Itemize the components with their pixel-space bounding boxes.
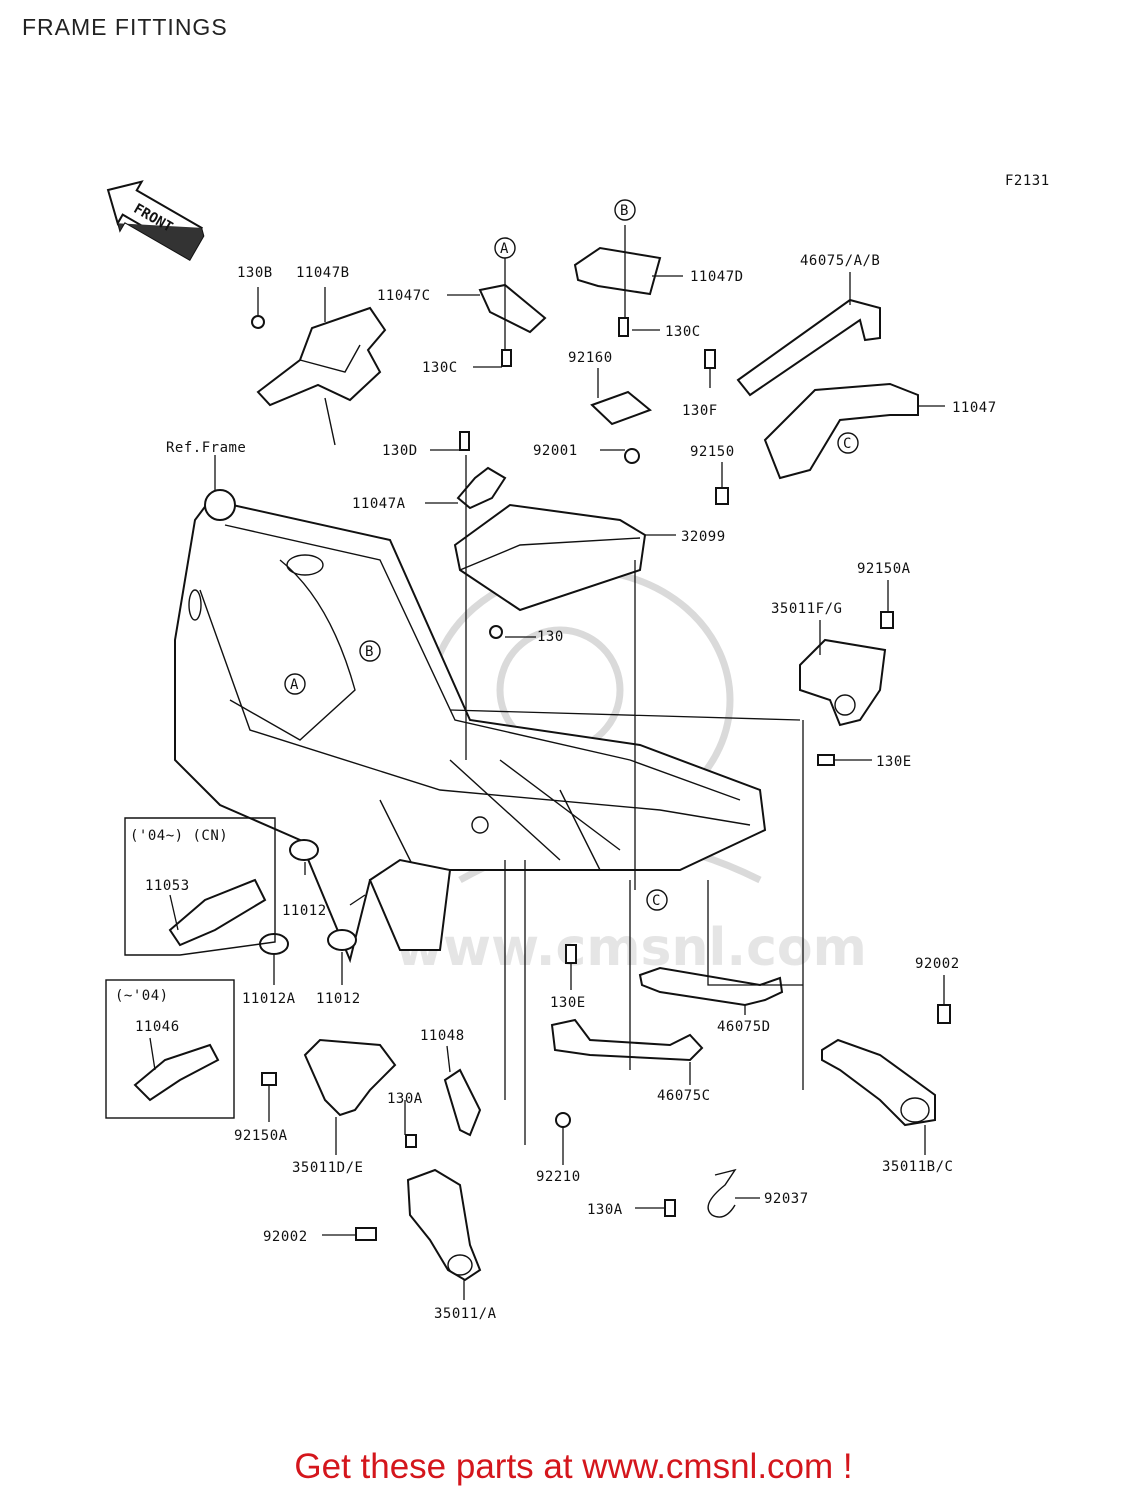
part-label: 11047D xyxy=(690,269,744,285)
part-label: 11012 xyxy=(316,991,361,1007)
bolt-92150 xyxy=(715,487,729,505)
footrest-plate-35011de xyxy=(303,1038,397,1117)
part-label: 11012 xyxy=(282,903,327,919)
part-label: 35011D/E xyxy=(292,1160,363,1176)
bracket-11048 xyxy=(443,1068,482,1137)
part-label: 35011/A xyxy=(434,1306,497,1322)
bolt-130c-b xyxy=(618,317,629,337)
part-label: 92037 xyxy=(764,1191,809,1207)
bolt-130 xyxy=(489,625,503,639)
part-label: 130 xyxy=(537,629,564,645)
callout-b-frame: B xyxy=(359,640,381,662)
svg-text:C: C xyxy=(652,893,661,909)
svg-text:A: A xyxy=(290,677,299,693)
part-label: 92150A xyxy=(857,561,911,577)
bolt-130e-lower xyxy=(565,944,577,964)
part-label: 92210 xyxy=(536,1169,581,1185)
bracket-11047 xyxy=(763,382,919,480)
stay-46075c xyxy=(550,1018,704,1062)
exploded-parts-diagram: www.cmsnl.com FRONT xyxy=(105,173,1050,1322)
part-label: 46075C xyxy=(657,1088,711,1104)
part-label: 35011B/C xyxy=(882,1159,953,1175)
page-title: FRAME FITTINGS xyxy=(22,14,228,40)
main-frame xyxy=(174,489,767,964)
shop-link-footer[interactable]: Get these parts at www.cmsnl.com ! xyxy=(294,1447,853,1486)
pad-92160 xyxy=(590,390,652,426)
bracket-11047a xyxy=(456,466,507,510)
bracket-11047c xyxy=(478,283,547,334)
part-label: 11053 xyxy=(145,878,190,894)
footrest-plate-35011fg xyxy=(799,638,887,727)
callout-a-top: A xyxy=(494,237,516,259)
plate-11047d xyxy=(573,246,662,296)
part-label: 11048 xyxy=(420,1028,465,1044)
footrest-plate-35011a xyxy=(406,1168,482,1282)
part-label: 92150A xyxy=(234,1128,288,1144)
part-label: 92002 xyxy=(915,956,960,972)
grommet-11012-lower xyxy=(327,929,357,951)
svg-text:A: A xyxy=(500,241,509,257)
grommet-11012-upper xyxy=(289,839,319,861)
svg-text:C: C xyxy=(843,436,852,452)
callout-a-frame: A xyxy=(284,673,306,695)
part-label: 11046 xyxy=(135,1019,180,1035)
part-label: 130F xyxy=(682,403,718,419)
bolt-130c-a xyxy=(501,349,512,367)
variant-box-04-cn xyxy=(124,817,276,956)
strap-46075ab xyxy=(736,298,881,397)
part-label: 130E xyxy=(550,995,586,1011)
bolt-130e-upper xyxy=(817,754,835,766)
watermark-text: www.cmsnl.com xyxy=(395,918,867,978)
part-label: 11047B xyxy=(296,265,350,281)
part-label: 92001 xyxy=(533,443,578,459)
part-label: 11047A xyxy=(352,496,406,512)
part-label: 92002 xyxy=(263,1229,308,1245)
svg-text:B: B xyxy=(365,644,374,660)
part-label: 92150 xyxy=(690,444,735,460)
bolt-92001 xyxy=(624,448,640,464)
footrest-plate-35011bc xyxy=(821,1038,936,1127)
variant-label-04: (~'04) xyxy=(115,988,169,1004)
callout-c-frame: C xyxy=(646,889,668,911)
part-label: 11012A xyxy=(242,991,296,1007)
part-label: 130D xyxy=(382,443,418,459)
bolt-92002-upper xyxy=(937,1004,951,1024)
part-label: 130A xyxy=(587,1202,623,1218)
part-label: 130C xyxy=(665,324,701,340)
stay-46075d xyxy=(638,966,784,1007)
bolt-130a-right xyxy=(664,1199,676,1217)
part-label: 92160 xyxy=(568,350,613,366)
callout-c-top: C xyxy=(837,432,859,454)
part-label: 130B xyxy=(237,265,273,281)
part-label: 35011F/G xyxy=(771,601,842,617)
nut-92210 xyxy=(555,1112,571,1128)
part-label: 130A xyxy=(387,1091,423,1107)
part-label: 130C xyxy=(422,360,458,376)
part-label: 32099 xyxy=(681,529,726,545)
bolt-92150a-upper xyxy=(880,611,894,629)
bolt-130f xyxy=(704,349,716,369)
bracket-11047b xyxy=(251,306,387,446)
bolt-130a-left xyxy=(405,1134,417,1148)
bolt-92150a-lower xyxy=(261,1072,277,1086)
part-label: 11047 xyxy=(952,400,997,416)
svg-text:B: B xyxy=(620,203,629,219)
figure-code: F2131 xyxy=(1005,173,1050,189)
bolt-130d xyxy=(459,431,470,451)
front-arrow-icon: FRONT xyxy=(106,180,205,262)
variant-box-04 xyxy=(105,979,235,1119)
part-label: 11047C xyxy=(377,288,431,304)
bolt-92002-lower xyxy=(355,1227,377,1241)
pin-92037 xyxy=(707,1168,737,1218)
variant-label-04-cn: ('04~) (CN) xyxy=(130,828,228,844)
ref-frame-label: Ref.Frame xyxy=(166,440,246,456)
part-label: 46075/A/B xyxy=(800,253,880,269)
leader-lines xyxy=(149,225,945,1300)
part-label: 130E xyxy=(876,754,912,770)
part-label: 46075D xyxy=(717,1019,771,1035)
callout-b-top: B xyxy=(614,199,636,221)
tray-32099 xyxy=(453,503,647,612)
